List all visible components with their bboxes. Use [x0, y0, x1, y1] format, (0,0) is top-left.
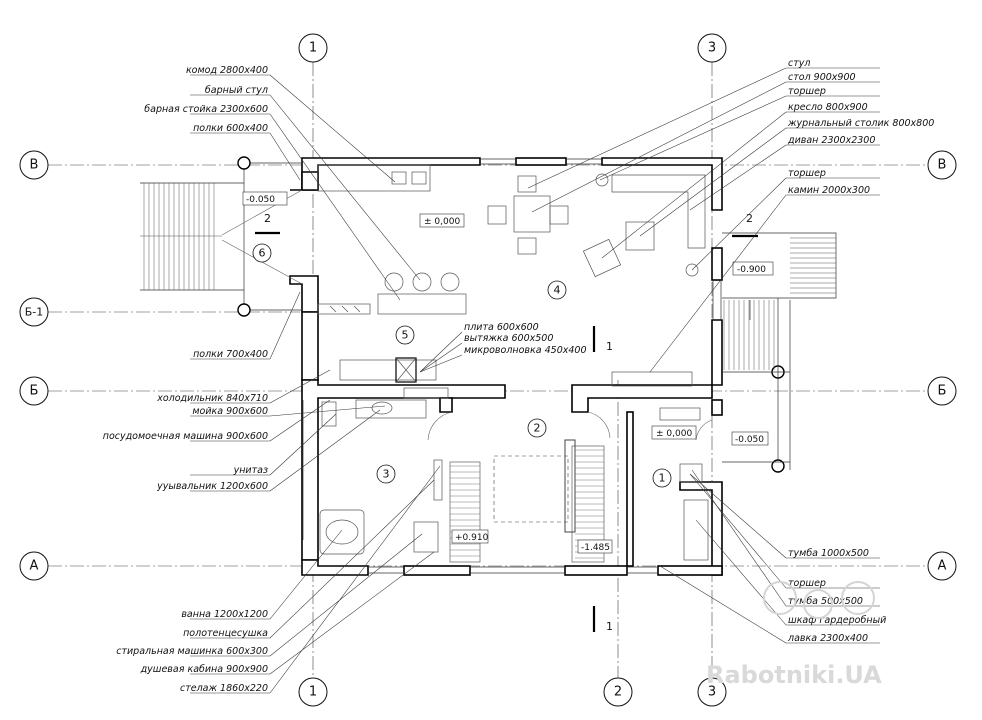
- room-number: 5: [402, 329, 409, 342]
- furniture: [317, 164, 709, 561]
- leader-label-left: холодильник 840х710: [156, 393, 268, 404]
- leader-label-left: комод 2800х400: [186, 65, 268, 76]
- leader-label-right: шкаф гардеробный: [788, 615, 886, 626]
- level-label: ± 0,000: [656, 429, 692, 439]
- axis-left-b: [19, 376, 49, 406]
- leader-label-right: тумба 1000х500: [788, 548, 869, 559]
- leader-label-right: диван 2300х2300: [787, 135, 875, 146]
- kitchen-label: плита 600х600: [464, 322, 539, 333]
- left-porch: [140, 162, 302, 311]
- axis-label: Б: [30, 384, 39, 399]
- axis-label: 1: [309, 685, 317, 700]
- axis-right-v: [927, 150, 957, 180]
- axis-label: 1: [309, 41, 317, 56]
- axis-bottom-1: [298, 677, 328, 707]
- leader-label-left: ванна 1200х1200: [181, 609, 268, 620]
- level-label: -0.900: [737, 265, 766, 275]
- leader-label-right: камин 2000х300: [788, 185, 870, 196]
- leader-label-right: тумба 500х500: [788, 596, 863, 607]
- columns: [237, 156, 785, 473]
- axis-label: А: [30, 559, 39, 574]
- level-label: -0.050: [246, 195, 275, 205]
- section-label: 2: [746, 212, 753, 225]
- leader-label-left: барная стойка 2300х600: [144, 104, 268, 115]
- section-marks: [255, 231, 758, 632]
- leader-label-left: стелаж 1860х220: [180, 683, 268, 694]
- level-label: ± 0,000: [424, 217, 460, 227]
- leader-label-right: стул: [788, 58, 810, 69]
- axis-top-1: [298, 33, 328, 63]
- axis-right-b: [927, 376, 957, 406]
- axis-label: В: [30, 158, 39, 173]
- leader-label-left: полки 700х400: [193, 349, 268, 360]
- room-number: 6: [259, 247, 266, 260]
- leader-label-left: барный стул: [205, 85, 268, 96]
- section-label: 1: [606, 620, 613, 633]
- leader-label-left: ууывальник 1200х600: [156, 481, 268, 492]
- axis-left-v: [19, 150, 49, 180]
- windows: [302, 158, 722, 574]
- axis-label: Б: [938, 384, 947, 399]
- axis-left-b1: [19, 297, 49, 327]
- section-label: 2: [264, 212, 271, 225]
- level-label: -0.050: [735, 435, 764, 445]
- axis-bottom-2: [603, 677, 633, 707]
- leader-label-left: полки 600х400: [193, 123, 268, 134]
- room-markers: [252, 243, 672, 488]
- leader-label-left: стиральная машинка 600х300: [116, 646, 268, 657]
- leader-lines: [190, 67, 880, 694]
- leader-label-right: торшер: [788, 578, 826, 589]
- room-number: 2: [534, 422, 541, 435]
- axis-label: 3: [708, 685, 716, 700]
- kitchen-label: микроволновка 450х400: [464, 345, 587, 356]
- leader-label-left: полотенцесушка: [183, 628, 268, 639]
- right-stair-treads: [723, 237, 836, 370]
- left-stair-treads: [140, 183, 222, 290]
- doors: [221, 189, 713, 441]
- axis-label: 2: [614, 685, 622, 700]
- leader-label-left: душевая кабина 900х900: [140, 664, 268, 675]
- kitchen-label: вытяжка 600х500: [464, 333, 553, 344]
- leader-label-right: кресло 800х900: [788, 102, 868, 113]
- leader-label-right: торшер: [788, 86, 826, 97]
- level-label: -1.485: [581, 543, 610, 553]
- axis-label: Б-1: [25, 306, 44, 319]
- axis-markers: [19, 33, 957, 707]
- leader-label-left: мойка 900х600: [192, 406, 268, 417]
- section-label: 1: [606, 340, 613, 353]
- leader-label-right: лавка 2300х400: [787, 633, 868, 644]
- room-number: 4: [554, 284, 561, 297]
- axis-top-3: [697, 33, 727, 63]
- axis-label: В: [938, 158, 947, 173]
- leader-label-left: унитаз: [233, 465, 268, 476]
- leader-label-left: посудомоечная машина 900х600: [103, 431, 268, 442]
- right-terrace: [722, 232, 837, 470]
- axis-label: А: [938, 559, 947, 574]
- watermark-logo: [763, 581, 875, 619]
- room-number: 3: [383, 468, 390, 481]
- walls: [289, 157, 723, 576]
- leader-label-right: торшер: [788, 168, 826, 179]
- leader-label-right: журнальный столик 800х800: [787, 118, 934, 129]
- axis-label: 3: [708, 41, 716, 56]
- watermark-text: Rabotniki.UA: [706, 661, 882, 689]
- level-marks: [242, 191, 774, 554]
- axis-bottom-3: [697, 677, 727, 707]
- room-number: 1: [659, 472, 666, 485]
- axis-right-a: [927, 551, 957, 581]
- leader-label-right: стол 900х900: [788, 72, 856, 83]
- axis-left-a: [19, 551, 49, 581]
- level-label: +0.910: [455, 533, 489, 543]
